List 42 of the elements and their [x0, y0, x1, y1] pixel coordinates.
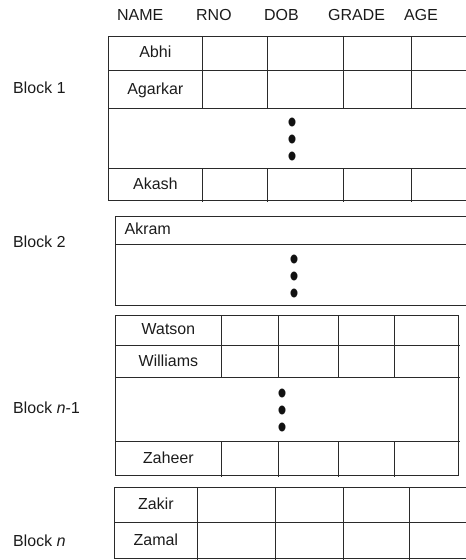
- student-name: Zamal: [134, 532, 178, 550]
- column-header: DOB: [264, 7, 299, 25]
- empty-cell: [266, 70, 344, 109]
- student-name: Williams: [138, 352, 198, 371]
- student-name: Watson: [141, 321, 196, 340]
- empty-cell: [394, 344, 460, 378]
- empty-cell: [196, 522, 276, 560]
- student-name: Zakir: [138, 496, 174, 514]
- table-block: [108, 36, 466, 201]
- student-name: Akram: [124, 221, 171, 240]
- empty-cell: [202, 70, 268, 109]
- student-name: Abhi: [139, 44, 172, 62]
- student-name: Zaheer: [142, 450, 194, 468]
- block-label: Block n: [13, 533, 66, 551]
- empty-cell: [220, 344, 279, 378]
- table-block: [115, 216, 466, 306]
- empty-cell: [342, 522, 410, 560]
- empty-cell: [338, 344, 395, 378]
- empty-cell: [220, 440, 279, 477]
- column-header: AGE: [404, 7, 438, 25]
- empty-cell: [410, 70, 466, 109]
- block-label: Block 1: [13, 80, 66, 98]
- empty-cell: [408, 522, 466, 560]
- empty-cell: [266, 168, 344, 202]
- empty-cell: [342, 70, 412, 109]
- empty-cell: [278, 344, 339, 378]
- student-name: Agarkar: [127, 80, 184, 99]
- student-name: Akash: [133, 176, 178, 194]
- column-header: GRADE: [328, 7, 385, 25]
- empty-cell: [394, 440, 460, 477]
- column-header: NAME: [117, 7, 164, 25]
- column-header: RNO: [196, 7, 232, 25]
- block-label: Block 2: [13, 234, 66, 252]
- empty-cell: [338, 440, 395, 477]
- table-block: [115, 315, 459, 476]
- block-label: Block n-1: [13, 400, 80, 418]
- empty-cell: [202, 168, 268, 202]
- table-block: [114, 487, 466, 559]
- empty-cell: [278, 440, 339, 477]
- empty-cell: [342, 168, 412, 202]
- empty-cell: [274, 522, 344, 560]
- empty-cell: [410, 168, 466, 202]
